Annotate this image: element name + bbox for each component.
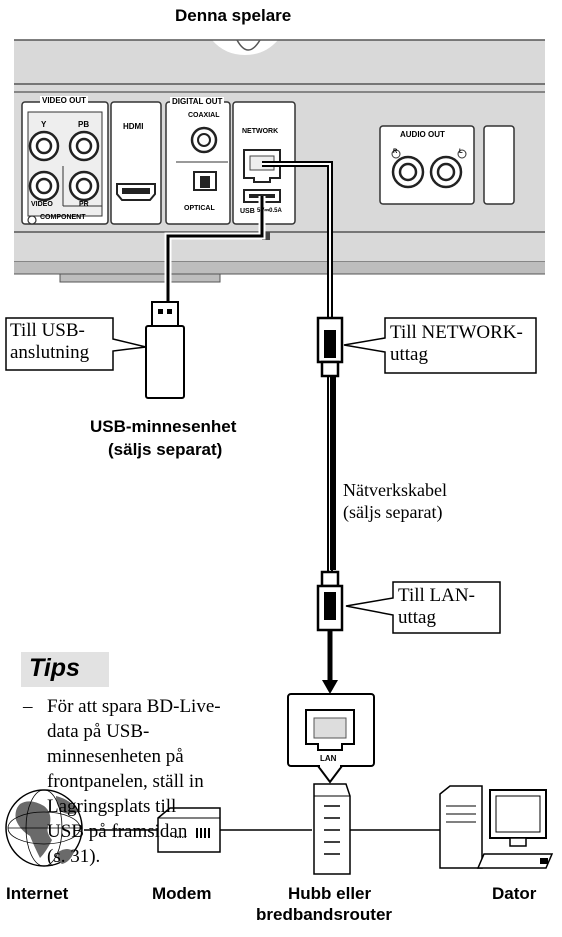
label-network: NETWORK (242, 128, 279, 135)
callout-usb: Till USB- anslutning (10, 320, 90, 363)
usb-device-label: USB-minnesenhet (90, 417, 237, 436)
label-audio-out: AUDIO OUT (400, 130, 445, 139)
lan-port-label: LAN (320, 754, 337, 763)
label-audio-r: R (393, 149, 398, 155)
router-icon (313, 783, 351, 875)
usb-stick-icon (145, 301, 185, 399)
hdmi-section (110, 101, 162, 225)
device-label-hub: Hubb eller (288, 884, 372, 903)
label-pr: PR (79, 201, 89, 208)
lan-port-icon (287, 693, 375, 784)
globe-icon (5, 789, 83, 867)
modem-icon: ..... (157, 807, 221, 853)
usb-cable (164, 196, 266, 302)
svg-text:.....: ..... (174, 830, 187, 840)
network-plug-top (316, 316, 344, 378)
cable-note: (säljs separat) (343, 502, 443, 522)
tips-line: USB på framsidan (47, 821, 188, 842)
tips-line: Lagringsplats till (47, 796, 177, 817)
tips-title: Tips (29, 654, 80, 682)
device-label-modem: Modem (152, 884, 212, 903)
label-usb: USB (240, 208, 255, 215)
label-audio-l: L (459, 149, 463, 155)
label-component: COMPONENT (40, 214, 86, 221)
tips-dash: – (23, 696, 33, 717)
label-hdmi: HDMI (123, 122, 144, 131)
callout-usb-box (5, 317, 147, 371)
tips-line: minnesenheten på (47, 746, 184, 767)
video-out-section (21, 101, 109, 225)
tips-line: data på USB- (47, 721, 150, 742)
label-usb-rating: 5V⎓0.5A (257, 208, 282, 214)
computer-icon (439, 785, 554, 869)
label-coaxial: COAXIAL (188, 112, 220, 119)
network-plug-bottom (316, 570, 344, 632)
label-video: VIDEO (31, 201, 53, 208)
page-title: Denna spelare (175, 6, 292, 25)
tips-line: För att spara BD-Live- (47, 696, 221, 717)
label-video-out: VIDEO OUT (40, 96, 89, 105)
tips-line: frontpanelen, ställ in (47, 771, 204, 792)
tips-header: Tips (21, 652, 109, 687)
label-digital-out: DIGITAL OUT (170, 97, 225, 106)
callout-network: Till NETWORK- uttag (390, 322, 523, 365)
network-cable (262, 161, 338, 694)
callout-lan: Till LAN- uttag (398, 585, 475, 628)
label-optical: OPTICAL (184, 205, 215, 212)
tips-line: (s. 31). (47, 846, 101, 867)
device-label-router: bredbandsrouter (256, 905, 393, 924)
audio-out-section (379, 125, 515, 205)
label-pb: PB (78, 120, 90, 129)
label-y: Y (41, 120, 47, 129)
callout-network-box (343, 317, 537, 374)
usb-device-note: (säljs separat) (108, 440, 223, 459)
callout-lan-box (345, 581, 501, 634)
device-label-internet: Internet (6, 884, 69, 903)
device-label-computer: Dator (492, 884, 537, 903)
cable-label: Nätverkskabel (343, 480, 447, 500)
